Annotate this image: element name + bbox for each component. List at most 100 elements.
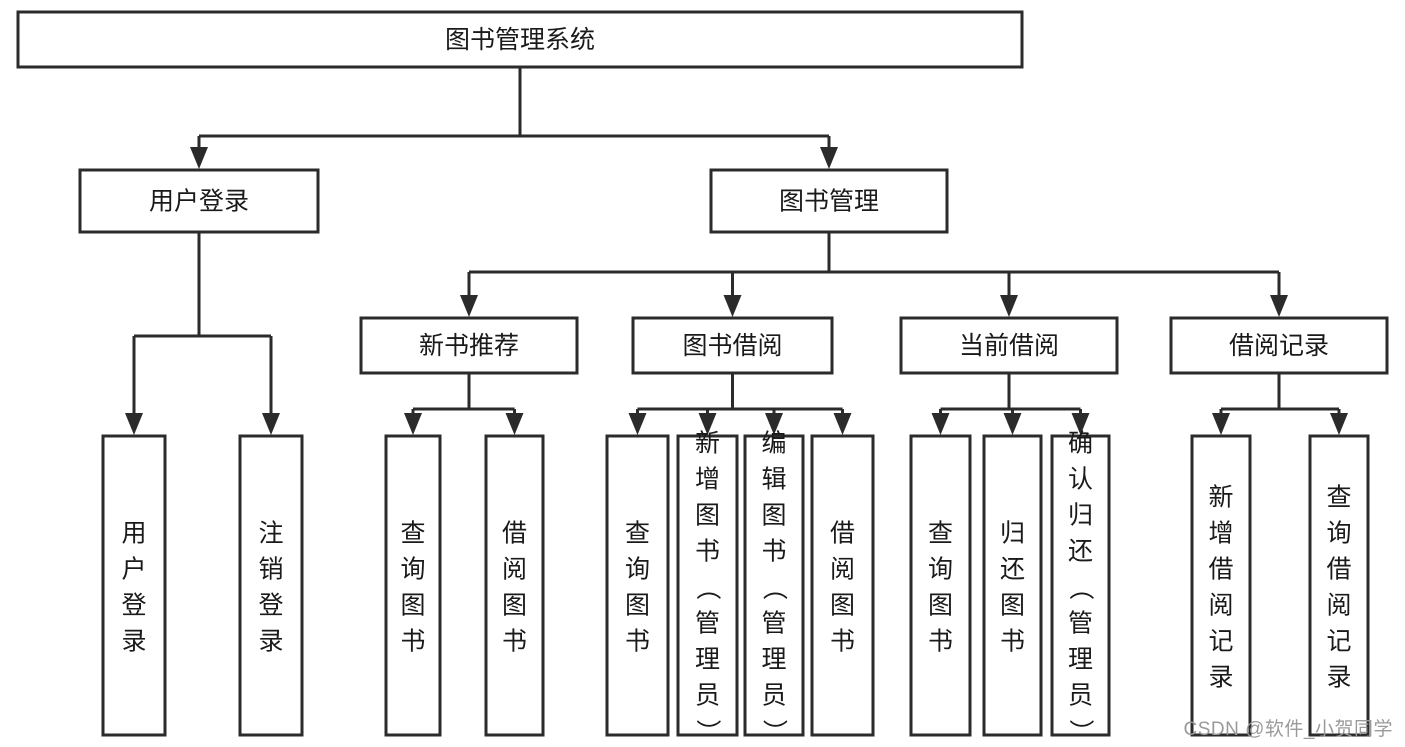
arrow-head-icon bbox=[698, 413, 717, 435]
node-label-char: 管 bbox=[761, 610, 786, 638]
node-label: 新书推荐 bbox=[419, 332, 519, 360]
node-label-char: 阅 bbox=[1208, 592, 1233, 620]
connector-group-borrow-record bbox=[1212, 373, 1348, 435]
connector-group-current-borrow bbox=[931, 373, 1090, 435]
node-label-char: 辑 bbox=[761, 466, 786, 494]
node-new-book-recommend[interactable]: 新书推荐 bbox=[359, 316, 579, 375]
node-label-char: ） bbox=[760, 719, 788, 744]
node-label-char: （ bbox=[760, 575, 788, 600]
node-label-char: 书 bbox=[625, 628, 650, 656]
arrow-head-icon bbox=[931, 413, 950, 435]
node-label-char: 查 bbox=[1326, 484, 1351, 512]
connector-group-book-manage bbox=[460, 232, 1288, 317]
node-box[interactable] bbox=[909, 434, 972, 737]
node-label-char: 录 bbox=[121, 628, 146, 656]
node-label-char: 归 bbox=[1000, 520, 1025, 548]
node-label-char: 询 bbox=[400, 556, 425, 584]
node-label-char: 书 bbox=[830, 628, 855, 656]
connector-group-book-borrow bbox=[628, 373, 852, 435]
node-label-char: 记 bbox=[1326, 628, 1351, 656]
node-box[interactable] bbox=[238, 434, 304, 737]
node-root[interactable]: 图书管理系统 bbox=[16, 10, 1024, 69]
connector-group-root bbox=[190, 67, 838, 169]
node-label-char: 归 bbox=[1068, 502, 1093, 530]
node-label-char: 阅 bbox=[1326, 592, 1351, 620]
node-label-char: 查 bbox=[625, 520, 650, 548]
node-box[interactable] bbox=[1169, 316, 1389, 375]
node-box[interactable] bbox=[484, 434, 545, 737]
node-box[interactable] bbox=[78, 168, 320, 234]
node-label: 用户登录 bbox=[149, 188, 249, 216]
node-user-login[interactable]: 用户登录 bbox=[78, 168, 320, 234]
node-box[interactable] bbox=[899, 316, 1119, 375]
node-label-char: 理 bbox=[695, 646, 720, 674]
node-label-char: 编 bbox=[761, 430, 786, 458]
node-box[interactable] bbox=[709, 168, 949, 234]
node-label-char: 图 bbox=[1000, 592, 1025, 620]
node-label-char: 录 bbox=[1208, 664, 1233, 692]
arrow-head-icon bbox=[723, 295, 742, 317]
node-label: 图书管理系统 bbox=[445, 26, 595, 54]
node-label-char: 图 bbox=[830, 592, 855, 620]
node-label-char: 图 bbox=[400, 592, 425, 620]
arrow-head-icon bbox=[628, 413, 647, 435]
node-label: 借阅记录 bbox=[1229, 332, 1329, 360]
node-label: 当前借阅 bbox=[959, 332, 1059, 360]
node-label-char: 确 bbox=[1068, 430, 1093, 458]
node-label-char: 借 bbox=[502, 520, 527, 548]
node-label-char: 图 bbox=[502, 592, 527, 620]
node-box[interactable] bbox=[1308, 434, 1370, 737]
node-label-char: 询 bbox=[1326, 520, 1351, 548]
node-box[interactable] bbox=[101, 434, 167, 737]
node-box[interactable] bbox=[810, 434, 875, 737]
node-box[interactable] bbox=[605, 434, 670, 737]
connector-layer bbox=[125, 67, 1348, 435]
arrow-head-icon bbox=[1003, 413, 1022, 435]
node-label-char: 员 bbox=[695, 682, 720, 710]
node-label-char: 还 bbox=[1068, 538, 1093, 566]
node-label-char: （ bbox=[1067, 575, 1095, 600]
node-box[interactable] bbox=[16, 10, 1024, 69]
node-box[interactable] bbox=[359, 316, 579, 375]
node-label-char: 新 bbox=[1208, 484, 1233, 512]
node-leaf-user-login[interactable]: 用户登录 bbox=[101, 434, 167, 737]
watermark-text: CSDN @软件_小贺同学 bbox=[1183, 719, 1393, 740]
node-box[interactable] bbox=[982, 434, 1043, 737]
node-label-char: 增 bbox=[695, 466, 720, 494]
node-box[interactable] bbox=[1190, 434, 1252, 737]
node-label-char: 注 bbox=[258, 520, 283, 548]
node-label-char: 查 bbox=[928, 520, 953, 548]
node-book-borrow[interactable]: 图书借阅 bbox=[631, 316, 834, 375]
node-box[interactable] bbox=[676, 434, 739, 737]
node-box[interactable] bbox=[1050, 434, 1111, 737]
connector-group-user-login bbox=[125, 232, 280, 435]
arrow-head-icon bbox=[262, 413, 280, 435]
node-box[interactable] bbox=[743, 434, 805, 737]
node-borrow-record[interactable]: 借阅记录 bbox=[1169, 316, 1389, 375]
node-label-char: 借 bbox=[1208, 556, 1233, 584]
node-current-borrow[interactable]: 当前借阅 bbox=[899, 316, 1119, 375]
node-label-char: ） bbox=[694, 719, 722, 744]
node-label-char: 图 bbox=[928, 592, 953, 620]
node-label-char: 书 bbox=[928, 628, 953, 656]
node-label-char: 记 bbox=[1208, 628, 1233, 656]
node-label-char: 登 bbox=[121, 592, 146, 620]
node-box[interactable] bbox=[384, 434, 442, 737]
node-book-manage[interactable]: 图书管理 bbox=[709, 168, 949, 234]
node-box[interactable] bbox=[631, 316, 834, 375]
node-label-char: 图 bbox=[761, 502, 786, 530]
node-label-char: 图 bbox=[695, 502, 720, 530]
